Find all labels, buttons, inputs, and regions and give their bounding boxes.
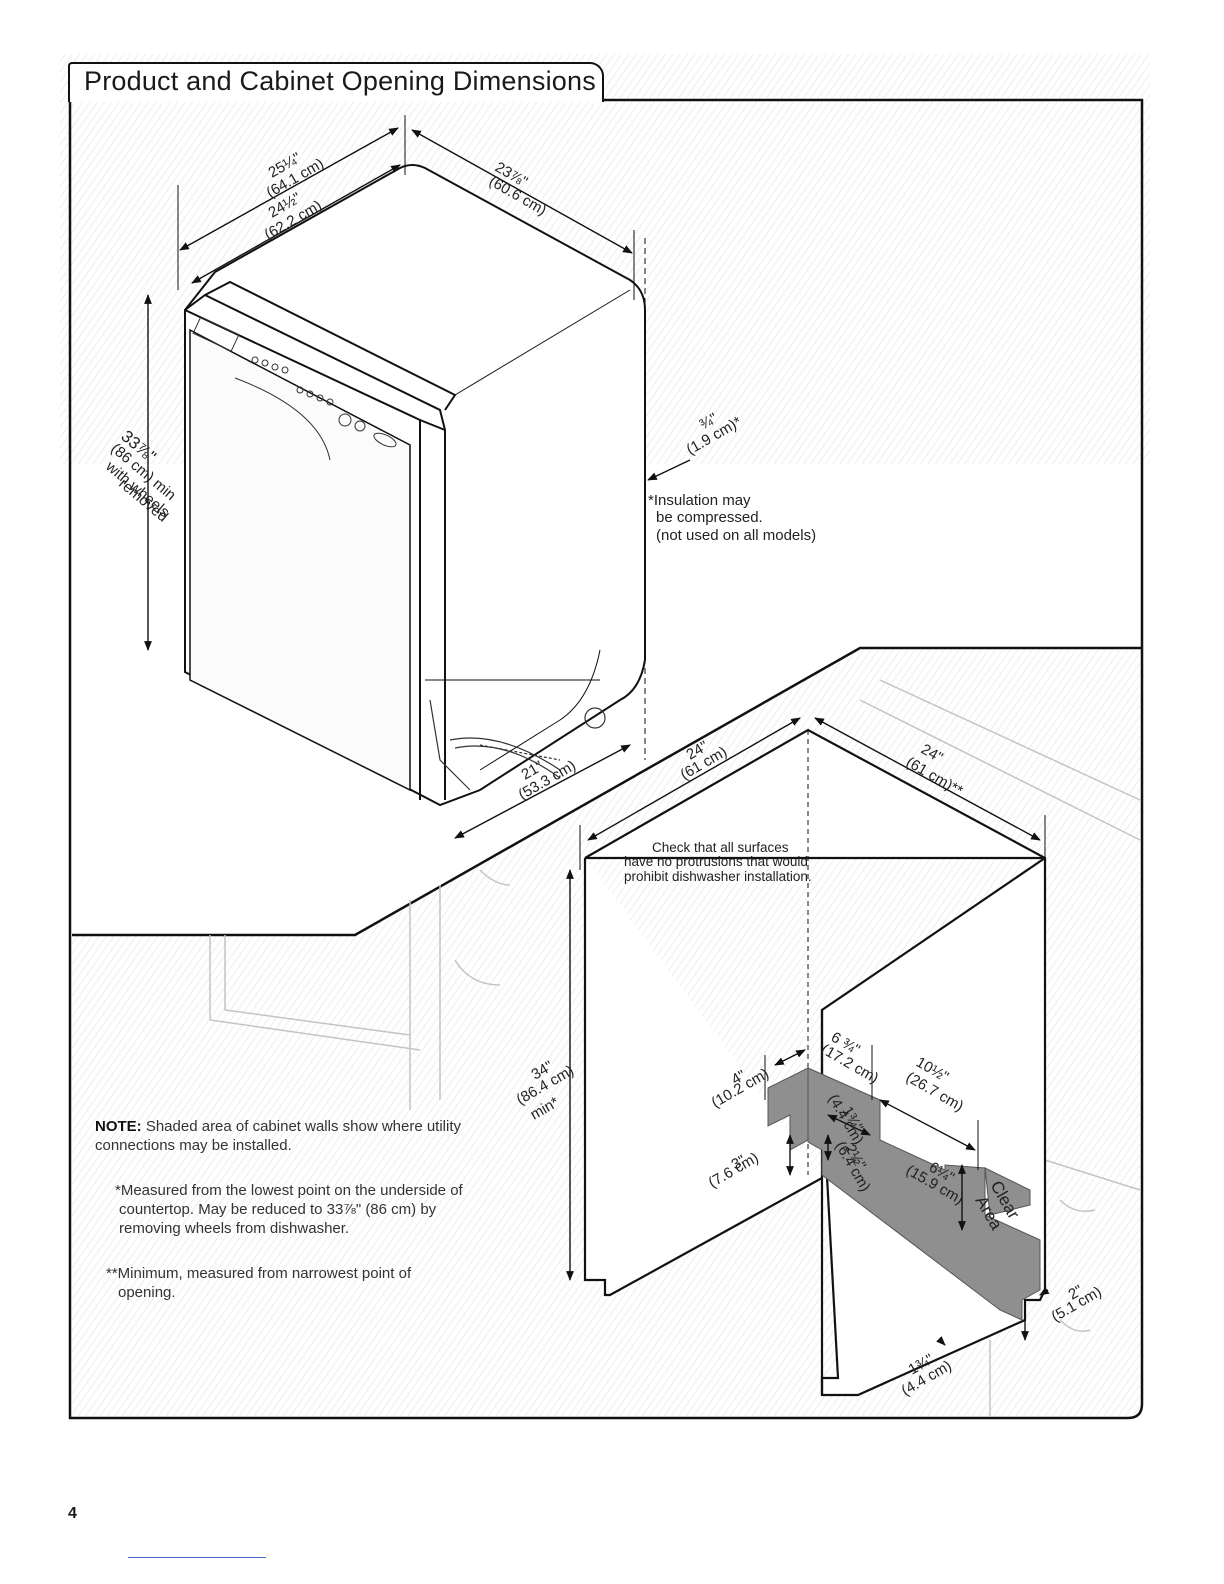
dim-d4-in: ¾": [697, 410, 721, 434]
shaded-area-note: NOTE: Shaded area of cabinet walls show …: [95, 1117, 461, 1155]
note-text-2: connections may be installed.: [95, 1137, 292, 1154]
note-text: Shaded area of cabinet walls show where …: [141, 1118, 462, 1135]
footnote-1-line2: countertop. May be reduced to 33⅞" (86 c…: [119, 1201, 437, 1218]
check-note-line3: prohibit dishwasher installation.: [624, 869, 812, 884]
footnote-1-line1: *Measured from the lowest point on the u…: [115, 1182, 463, 1199]
footnote-2: **Minimum, measured from narrowest point…: [106, 1264, 411, 1302]
footnote-2-line2: opening.: [118, 1284, 176, 1301]
page-number: 4: [68, 1505, 77, 1522]
footnote-1: *Measured from the lowest point on the u…: [115, 1181, 463, 1238]
insulation-note-line2: be compressed.: [656, 509, 763, 526]
check-note-line2: have no protrusions that would: [624, 854, 808, 869]
cabinet-dimension-lines: [566, 717, 1050, 1346]
note-label: NOTE:: [95, 1118, 142, 1135]
insulation-note: *Insulation may be compressed. (not used…: [648, 492, 816, 544]
control-panel: [192, 316, 397, 461]
check-note-line1: Check that all surfaces: [652, 840, 789, 855]
footnote-1-line3: removing wheels from dishwasher.: [119, 1220, 350, 1237]
title-tab: [68, 62, 604, 102]
footnote-2-line1: **Minimum, measured from narrowest point…: [106, 1265, 412, 1282]
insulation-note-line3: (not used on all models): [656, 527, 816, 544]
insulation-note-line1: *Insulation may: [648, 492, 751, 509]
bottom-link-rule: [128, 1557, 266, 1558]
check-note: Check that all surfaces have no protrusi…: [624, 840, 812, 884]
page-title: Product and Cabinet Opening Dimensions: [84, 66, 596, 96]
dishwasher: [184, 164, 646, 807]
